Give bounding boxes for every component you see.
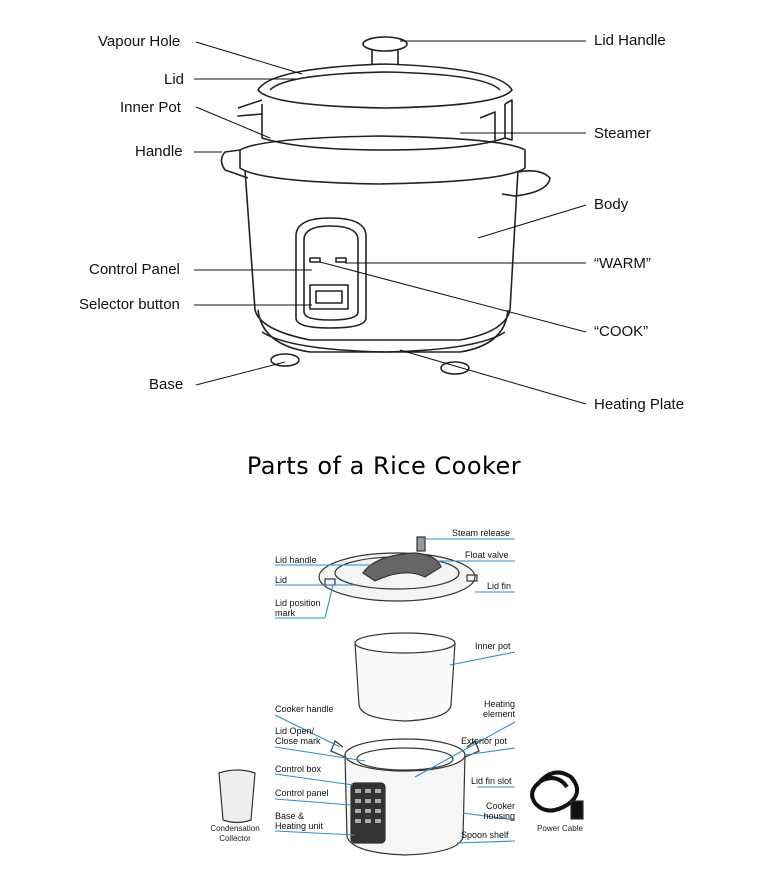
label-power-cable: Power Cable — [537, 824, 583, 833]
pressure-cooker-drawing — [218, 536, 584, 856]
label-lid-handle: Lid Handle — [594, 32, 666, 49]
label-spoon-shelf: Spoon shelf — [461, 830, 509, 840]
label-lid-open-close-mark: Lid Open/ Close mark — [275, 726, 321, 746]
label-vapour-hole: Vapour Hole — [98, 33, 181, 50]
label-exterior-pot: Exterior pot — [461, 736, 508, 746]
label-lid-position-mark: Lid position mark — [275, 598, 321, 618]
label-base: Base — [149, 376, 184, 393]
label-base-heating-unit: Base & Heating unit — [275, 811, 324, 831]
label-inner-pot: Inner Pot — [120, 99, 181, 116]
label-cooker-housing: Cooker housing — [483, 801, 515, 821]
label-lid-2: Lid — [275, 575, 288, 585]
pressure-cooker-diagram: Lid handle Lid Lid position mark Cooker … — [175, 515, 605, 866]
rice-cooker-drawing — [194, 36, 587, 405]
rice-cooker-diagram: Vapour Hole Lid Inner Pot Handle Control… — [0, 0, 768, 430]
label-lid: Lid — [164, 71, 185, 88]
label-lid-fin-slot: Lid fin slot — [471, 776, 512, 786]
label-float-valve: Float valve — [465, 550, 509, 560]
label-control-panel: Control Panel — [89, 261, 180, 278]
label-condensation-collector: Condensation Collector — [210, 824, 260, 843]
label-body: Body — [594, 196, 629, 213]
label-heating-plate: Heating Plate — [594, 396, 685, 413]
label-cooker-handle: Cooker handle — [275, 704, 334, 714]
label-steam-release: Steam release — [452, 528, 511, 538]
label-warm: “WARM” — [594, 255, 651, 272]
label-control-box: Control box — [275, 764, 322, 774]
label-inner-pot-2: Inner pot — [475, 641, 511, 651]
label-handle: Handle — [135, 143, 183, 160]
label-cook: “COOK” — [594, 323, 649, 340]
label-heating-element: Heating element — [482, 699, 515, 719]
label-selector-button: Selector button — [79, 296, 180, 313]
label-steamer: Steamer — [594, 125, 651, 142]
label-lid-fin: Lid fin — [487, 581, 512, 591]
figure-caption: Parts of a Rice Cooker — [246, 452, 522, 480]
label-control-panel-2: Control panel — [275, 788, 329, 798]
label-lid-handle-2: Lid handle — [275, 555, 317, 565]
